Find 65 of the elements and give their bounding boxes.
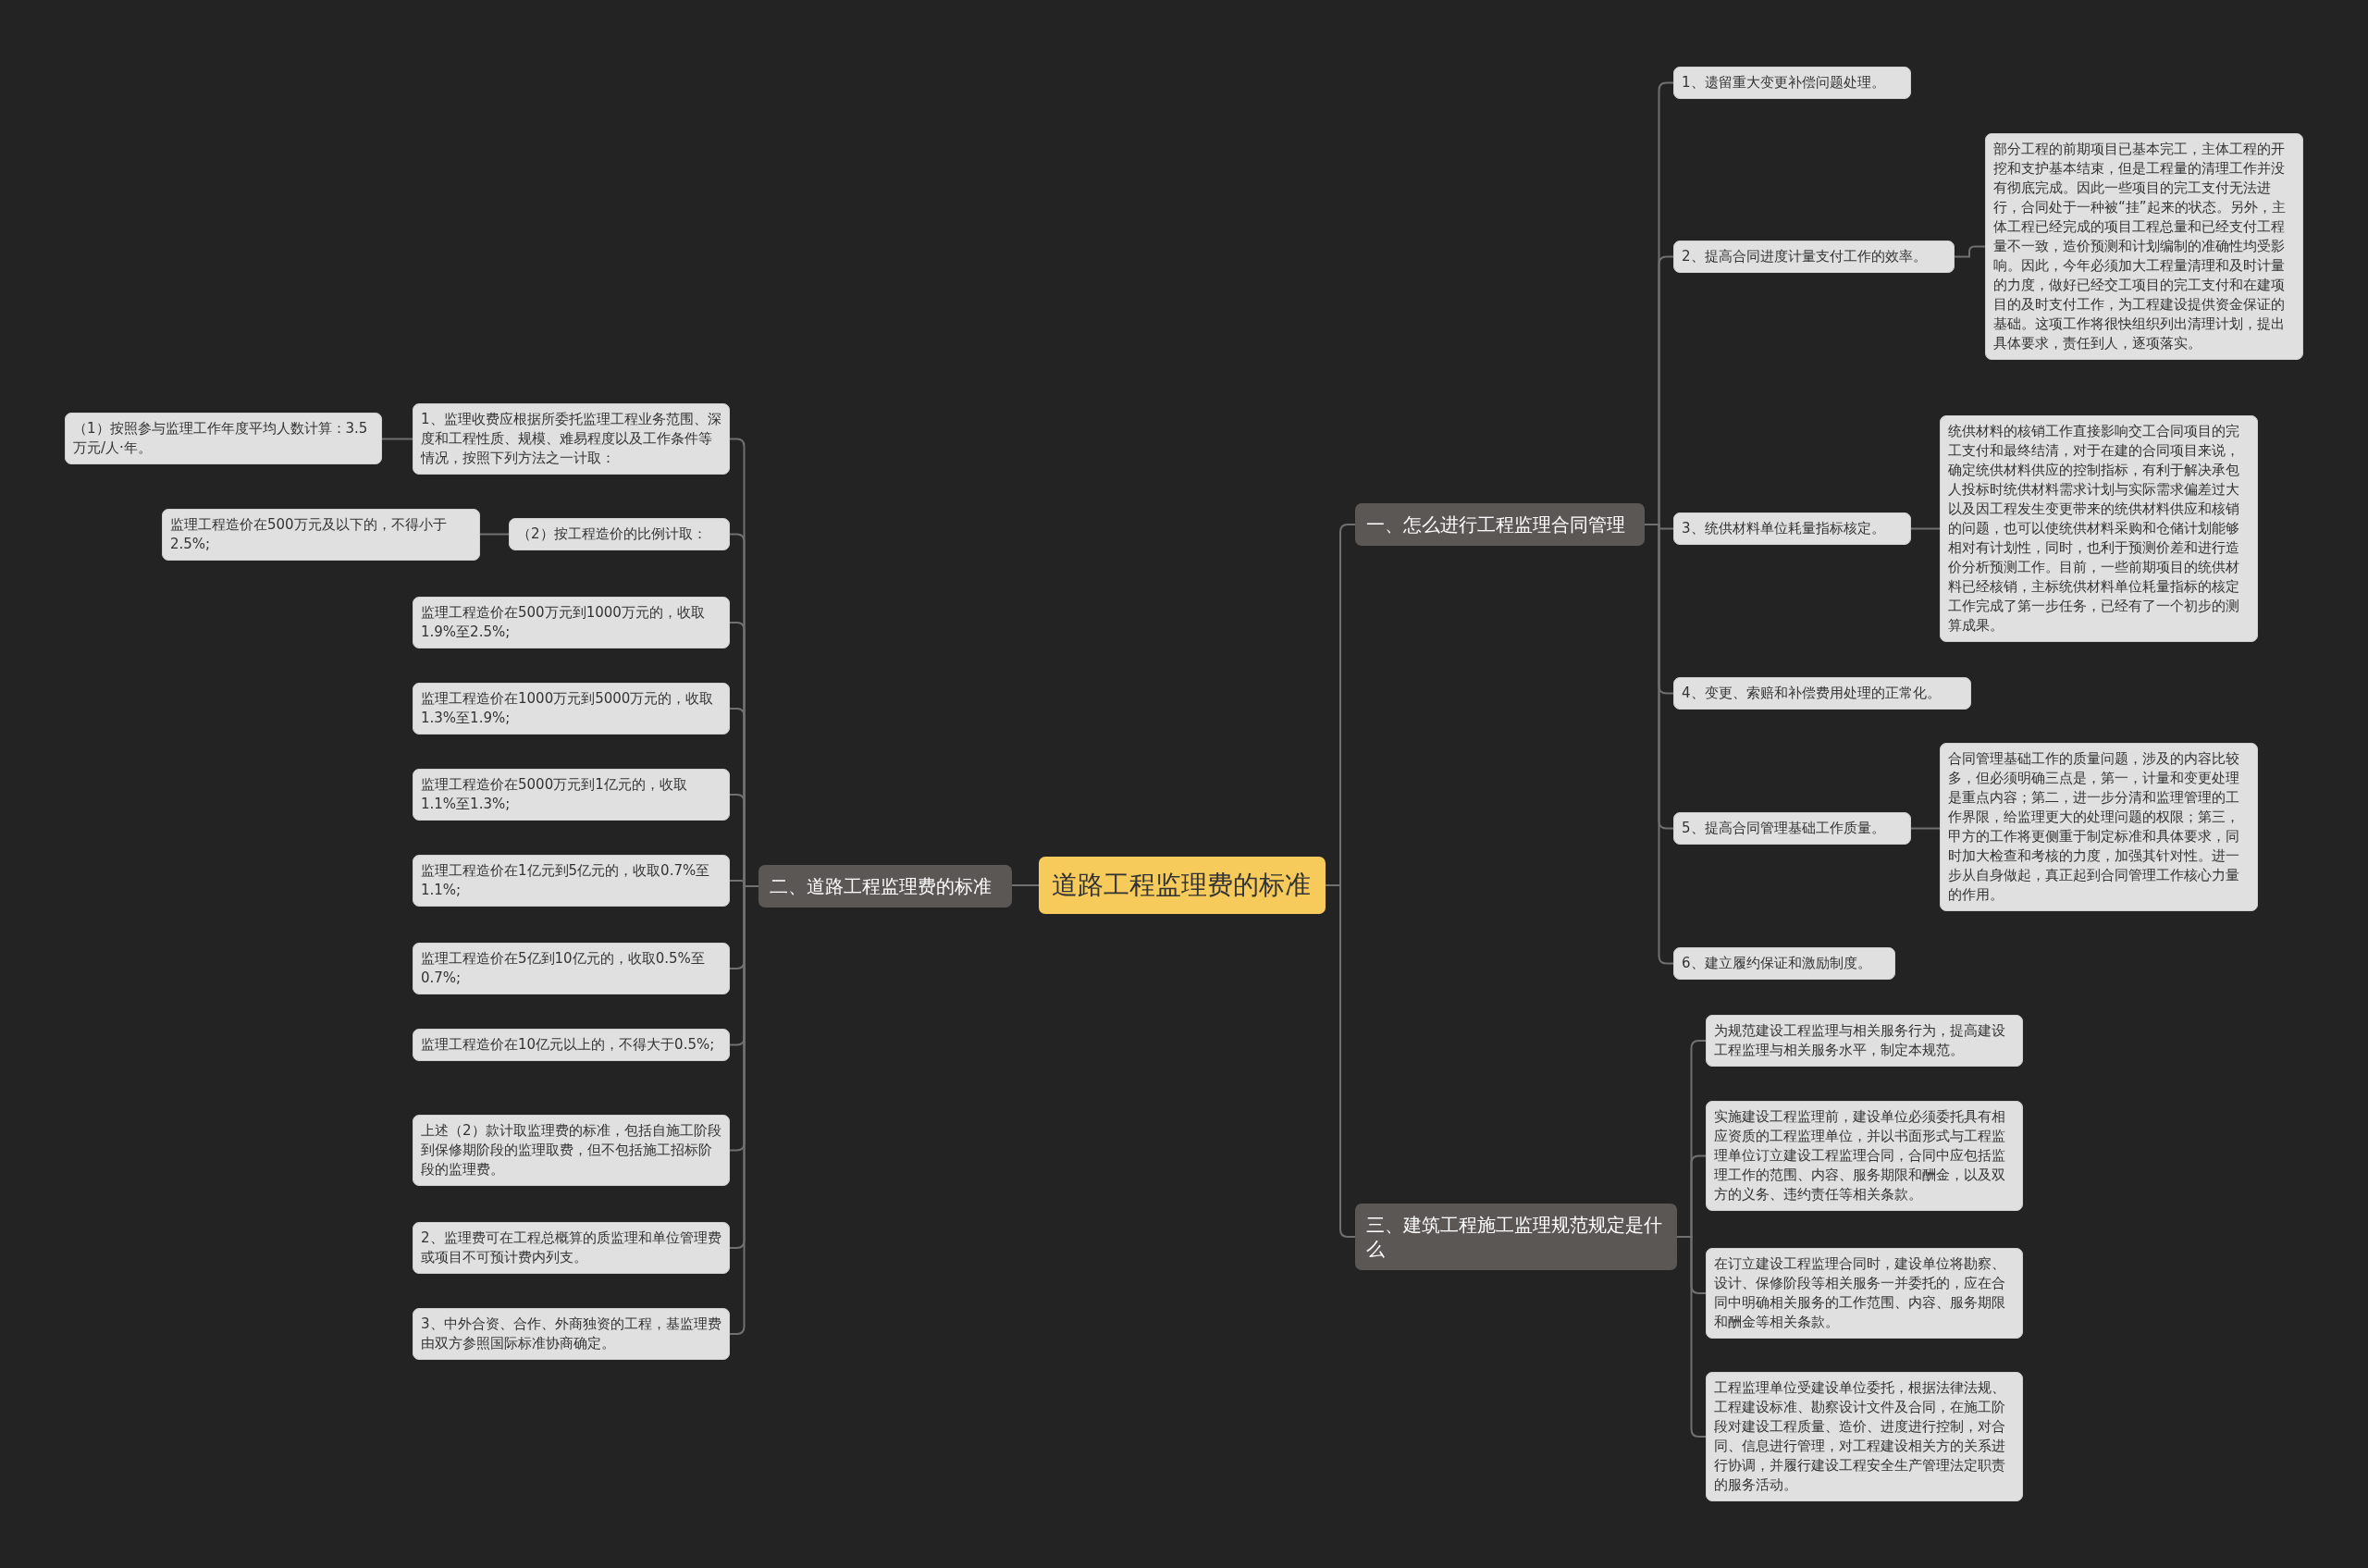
topic-text: 为规范建设工程监理与相关服务行为，提高建设工程监理与相关服务水平，制定本规范。 [1714, 1021, 2006, 1060]
leaf-topic-box [413, 769, 730, 821]
connector-line [1910, 827, 1941, 830]
topic-text: 在订立建设工程监理合同时，建设单位将勘察、设计、保修阶段等相关服务一并委托的，应在合同中明确相关服务的工作范围、内容、服务期限和酬金等相关条款。 [1714, 1254, 2006, 1332]
topic-text: 监理工程造价在1000万元到5000万元的，收取1.3%至1.9%; [421, 689, 715, 728]
topic-text: 3、中外合资、合作、外商独资的工程，基监理费由双方参照国际标准协商确定。 [421, 1315, 722, 1353]
central-topic-text: 道路工程监理费的标准 [1052, 869, 1312, 902]
leaf-topic-box [1673, 677, 1971, 710]
topic-text: 部分工程的前期项目已基本完工，主体工程的开挖和支护基本结束，但是工程量的清理工作并没有彻底完成。因此一些项目的完工支付无法进行，合同处于一种被“挂”起来的状态。另外，主体工程已经完成的项目工程总量和已经支付工程量不一致，造价预测和计划编制的准确性均受影响。因此，今年必须加大工程量清理和及时计量的力度，做好已经交工项目的完工支付和在建项目的及时支付工作，为工程建设提供资金保证的基础。这项工作将很快组织列出清理计划，提出具体要求，责任到人，逐项落实。 [1993, 140, 2287, 353]
leaf-topic-box [1706, 1015, 2023, 1067]
leaf-topic-box [509, 518, 730, 550]
leaf-topic-box [413, 1308, 730, 1360]
leaf-topic-box [413, 403, 730, 475]
topic-text: 监理工程造价在500万元到1000万元的，收取1.9%至2.5%; [421, 603, 706, 642]
branch-topic-box [758, 865, 1012, 907]
connector-line [381, 438, 413, 440]
topic-text: 1、遗留重大变更补偿问题处理。 [1682, 73, 1886, 93]
topic-text: 监理工程造价在1亿元到5亿元的，收取0.7%至1.1%; [421, 861, 711, 900]
leaf-topic-box [413, 597, 730, 648]
topic-text: （2）按工程造价的比例计取： [517, 525, 708, 544]
topic-text: 统供材料的核销工作直接影响交工合同项目的完工支付和最终结清，对于在建的合同项目来说，确定统供材料供应的控制指标，有利于解决承包人投标时统供材料需求计划与实际需求偏差过大以及因工程发生变更带来的统供材料供应和核销的问题，也可以使统供材料采购和仓储计划能够相对有计划性，同时，也利于预测价差和进行造价分析预测工作。目前，一些前期项目的统供材料已经核销，主标统供材料单位耗量指标的核定工作完成了第一步任务，已经有了一个初步的测算成果。 [1948, 422, 2240, 636]
connector-line [1676, 1236, 1707, 1438]
branch-topic-text: 二、道路工程监理费的标准 [770, 874, 993, 898]
leaf-topic-box [1673, 512, 1911, 545]
leaf-topic-box [1706, 1101, 2023, 1211]
leaf-topic-box [162, 509, 480, 561]
leaf-topic-box [1673, 241, 1955, 273]
topic-text: 4、变更、索赔和补偿费用处理的正常化。 [1682, 684, 1942, 703]
leaf-topic-box [413, 1222, 730, 1274]
topic-text: 3、统供材料单位耗量指标核定。 [1682, 519, 1886, 538]
topic-text: 2、监理费可在工程总概算的质监理和单位管理费或项目不可预计费内列支。 [421, 1228, 722, 1267]
branch-topic-box [1355, 1204, 1677, 1270]
leaf-topic-box [1673, 67, 1911, 99]
leaf-topic-box [413, 855, 730, 907]
topic-text: 2、提高合同进度计量支付工作的效率。 [1682, 247, 1928, 266]
branch-topic-text: 三、建筑工程施工监理规范规定是什么 [1366, 1213, 1663, 1261]
topic-text: 监理工程造价在500万元及以下的，不得小于2.5%; [170, 515, 448, 554]
leaf-topic-box [413, 943, 730, 994]
leaf-topic-box [413, 1029, 730, 1061]
connector-line [1910, 527, 1941, 530]
topic-text: 实施建设工程监理前，建设单位必须委托具有相应资质的工程监理单位，并以书面形式与工程监理单位订立建设工程监理合同，合同中应包括监理工作的范围、内容、服务期限和酬金，以及双方的义务、违约责任等相关条款。 [1714, 1107, 2006, 1204]
leaf-topic-box [1706, 1372, 2023, 1501]
branch-topic-text: 一、怎么进行工程监理合同管理 [1366, 512, 1626, 537]
leaf-topic-box [413, 1115, 730, 1186]
leaf-topic-box [1673, 812, 1911, 845]
topic-text: 合同管理基础工作的质量问题，涉及的内容比较多，但必须明确三点是，第一，计量和变更处理是重点内容；第二，进一步分清和监理管理的工作界限，给监理更大的处理问题的权限；第三，甲方的工作将更侧重于制定标准和具体要求，同时加大检查和考核的力度，加强其针对性。进一步从自身做起，真正起到合同管理工作核心力量的作用。 [1948, 749, 2240, 905]
topic-text: 监理工程造价在5亿到10亿元的，收取0.5%至0.7%; [421, 949, 706, 988]
connector-line [479, 533, 510, 536]
leaf-topic-box [65, 413, 382, 464]
leaf-topic-box [413, 683, 730, 735]
connector-line [1954, 245, 1986, 258]
topic-text: （1）按照参与监理工作年度平均人数计算：3.5万元/人·年。 [73, 419, 369, 458]
leaf-topic-box [1673, 947, 1895, 980]
topic-text: 工程监理单位受建设单位委托，根据法律法规、工程建设标准、勘察设计文件及合同，在施工阶段对建设工程质量、造价、进度进行控制，对合同、信息进行管理，对工程建设相关方的关系进行协调，并履行建设工程安全生产管理法定职责的服务活动。 [1714, 1378, 2006, 1495]
leaf-topic-box [1706, 1248, 2023, 1339]
central-topic-box [1039, 857, 1326, 914]
topic-text: 6、建立履约保证和激励制度。 [1682, 954, 1872, 973]
leaf-topic-box [1940, 743, 2258, 911]
topic-text: 5、提高合同管理基础工作质量。 [1682, 819, 1886, 838]
connector-line [1011, 884, 1040, 886]
branch-topic-box [1355, 503, 1645, 546]
topic-text: 监理工程造价在10亿元以上的，不得大于0.5%; [421, 1035, 716, 1055]
topic-text: 上述（2）款计取监理费的标准，包括自施工阶段到保修期阶段的监理取费，但不包括施工招标阶段的监理费。 [421, 1121, 722, 1179]
topic-text: 1、监理收费应根据所委托监理工程业务范围、深度和工程性质、规模、难易程度以及工作条件等情况，按照下列方法之一计取： [421, 410, 722, 468]
topic-text: 监理工程造价在5000万元到1亿元的，收取1.1%至1.3%; [421, 775, 688, 814]
